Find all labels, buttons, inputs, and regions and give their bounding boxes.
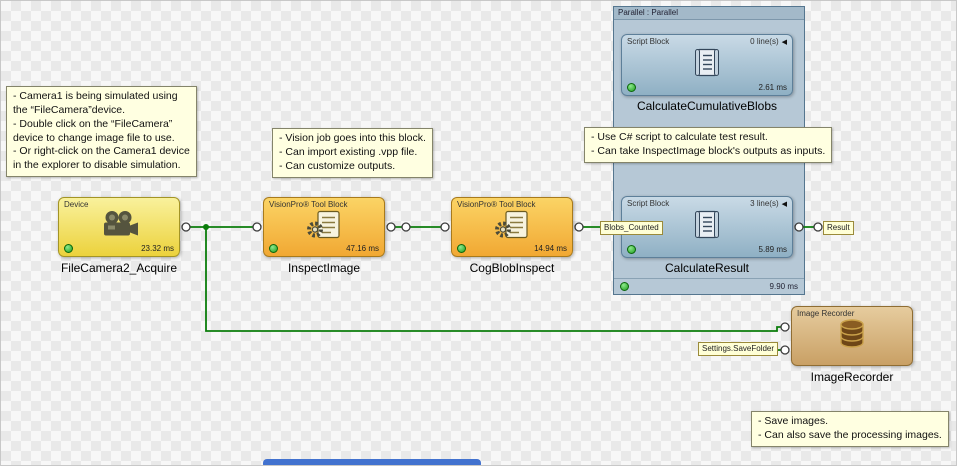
status-dot	[627, 83, 636, 92]
node-imagerecorder[interactable]: Image Recorder	[791, 306, 913, 366]
status-dot	[64, 244, 73, 253]
node-cogblobinspect[interactable]: VisionPro® Tool Block 14.94 ms	[451, 197, 573, 257]
parallel-group-title: Parallel : Parallel	[618, 8, 679, 17]
collapse-arrow-icon[interactable]: ◀	[781, 200, 787, 208]
group-status-dot	[620, 282, 629, 291]
execution-time: 47.16 ms	[346, 244, 379, 253]
port-camera-output[interactable]	[181, 222, 191, 232]
port-inspect-output-junction[interactable]	[401, 222, 411, 232]
script-line-count: 0 line(s)	[750, 37, 779, 46]
status-dot	[269, 244, 278, 253]
parallel-group-footer: 9.90 ms	[614, 278, 804, 294]
port-recorder-folder-input[interactable]	[780, 345, 790, 355]
note-save-images[interactable]: - Save images. - Can also save the proce…	[751, 411, 949, 447]
wire-label-result[interactable]: Result	[823, 221, 854, 235]
node-type-label: Script Block	[627, 199, 670, 208]
wire-label-blobs-counted[interactable]: Blobs_Counted	[600, 221, 663, 235]
database-icon	[837, 318, 867, 355]
node-title-inspectimage: InspectImage	[287, 261, 361, 275]
node-title-cogblobinspect: CogBlobInspect	[469, 261, 555, 275]
execution-time: 5.89 ms	[758, 245, 787, 254]
node-title-calculatecumulativeblobs: CalculateCumulativeBlobs	[636, 99, 778, 113]
script-icon	[694, 210, 720, 245]
node-type-label: Image Recorder	[797, 309, 855, 318]
camera-icon	[99, 210, 139, 245]
toolblock-icon	[306, 210, 342, 245]
node-title-filecamera2-acquire: FileCamera2_Acquire	[60, 261, 178, 275]
note-camera-simulation[interactable]: - Camera1 is being simulated using the “…	[6, 86, 197, 178]
wire-label-settings-savefolder[interactable]: Settings.SaveFolder	[698, 342, 779, 356]
port-inspect-output[interactable]	[386, 222, 396, 232]
execution-time: 2.61 ms	[758, 83, 787, 92]
node-filecamera2-acquire[interactable]: Device 23.32 ms	[58, 197, 180, 257]
script-line-count: 3 line(s)	[750, 199, 779, 208]
node-type-label: VisionPro® Tool Block	[457, 200, 536, 209]
execution-time: 23.32 ms	[141, 244, 174, 253]
collapse-arrow-icon[interactable]: ◀	[781, 38, 787, 46]
toolblock-icon	[494, 210, 530, 245]
note-csharp-script[interactable]: - Use C# script to calculate test result…	[584, 127, 833, 163]
parallel-group-header[interactable]: Parallel : Parallel	[614, 7, 804, 20]
port-blob-input[interactable]	[440, 222, 450, 232]
port-result-terminal[interactable]	[813, 222, 823, 232]
node-title-calculateresult: CalculateResult	[664, 261, 750, 275]
port-blob-output[interactable]	[574, 222, 584, 232]
node-type-label: Script Block	[627, 37, 670, 46]
note-vision-job[interactable]: - Vision job goes into this block. - Can…	[272, 128, 433, 178]
node-calculatecumulativeblobs[interactable]: Script Block 0 line(s) ◀ 2.61 ms	[621, 34, 793, 96]
node-title-imagerecorder: ImageRecorder	[810, 370, 894, 384]
script-icon	[694, 48, 720, 83]
port-recorder-image-input[interactable]	[780, 322, 790, 332]
status-dot	[627, 245, 636, 254]
node-inspectimage[interactable]: VisionPro® Tool Block 47.16 ms	[263, 197, 385, 257]
node-type-label: VisionPro® Tool Block	[269, 200, 348, 209]
status-dot	[457, 244, 466, 253]
wire-junction-dot	[203, 224, 209, 230]
execution-time: 14.94 ms	[534, 244, 567, 253]
group-execution-time: 9.90 ms	[769, 282, 798, 291]
node-type-label: Device	[64, 200, 89, 209]
horizontal-scrollbar-thumb[interactable]	[263, 459, 481, 465]
port-inspect-input[interactable]	[252, 222, 262, 232]
